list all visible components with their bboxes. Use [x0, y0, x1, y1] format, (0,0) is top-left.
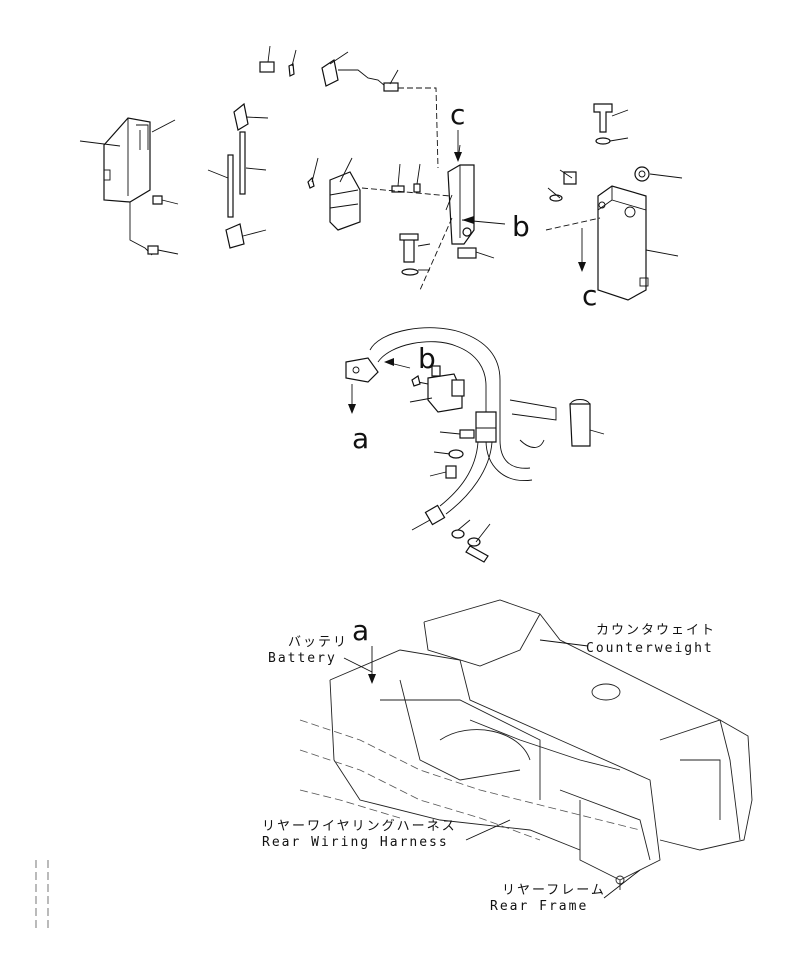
relay-top [259, 45, 439, 169]
callout-c-top: c [450, 98, 465, 131]
callout-a-top: a [352, 422, 369, 455]
callout-b-top: b [512, 210, 530, 243]
harness-middle-view: a b [345, 327, 605, 563]
label-harness-en: Rear Wiring Harness [262, 835, 449, 850]
callout-a-bottom: a [352, 614, 369, 647]
label-battery-en: Battery [268, 651, 337, 666]
label-rear-frame-en: Rear Frame [490, 899, 588, 914]
callout-b-mid: b [418, 342, 436, 375]
frame-view: a バッテリ Battery カウンタウェイト Counterweight リヤ… [35, 599, 753, 930]
left-cover [79, 117, 179, 256]
label-harness-jp: リヤーワイヤリングハーネス [262, 819, 457, 834]
exploded-view-top: b c c [79, 45, 683, 312]
right-box: c [545, 103, 683, 312]
label-counterweight-en: Counterweight [586, 641, 714, 656]
label-counterweight-jp: カウンタウェイト [596, 623, 716, 638]
label-rear-frame-jp: リヤーフレーム [502, 883, 606, 898]
rubber-strips [207, 102, 269, 249]
callout-c-bottom: c [582, 279, 597, 312]
relay-assembly [307, 144, 495, 291]
label-battery-jp: バッテリ [288, 635, 348, 650]
